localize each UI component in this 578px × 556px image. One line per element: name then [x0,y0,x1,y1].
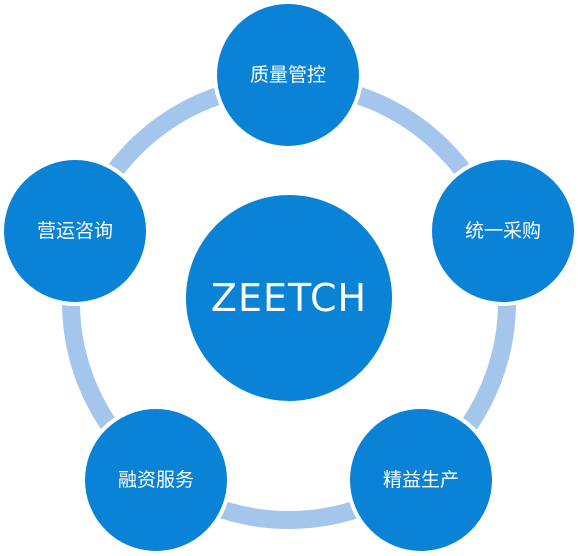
node-circle [0,156,150,306]
center-hub: ZEETCH [182,191,396,405]
node-label: 质量管控 [250,64,326,86]
node-label: 统一采购 [465,220,541,242]
center-label: ZEETCH [211,276,367,320]
node-circle [428,156,578,306]
node-unified-purchasing: 统一采购 [428,156,578,306]
node-lean-production: 精益生产 [346,405,496,555]
node-circle [81,405,231,555]
node-circle [346,405,496,555]
node-circle [213,0,363,150]
node-label: 融资服务 [118,469,194,491]
node-label: 精益生产 [383,469,459,491]
node-label: 营运咨询 [37,220,113,242]
node-quality-control: 质量管控 [213,0,363,150]
node-operations-consulting: 营运咨询 [0,156,150,306]
center-circle [182,191,396,405]
node-financing-services: 融资服务 [81,405,231,555]
